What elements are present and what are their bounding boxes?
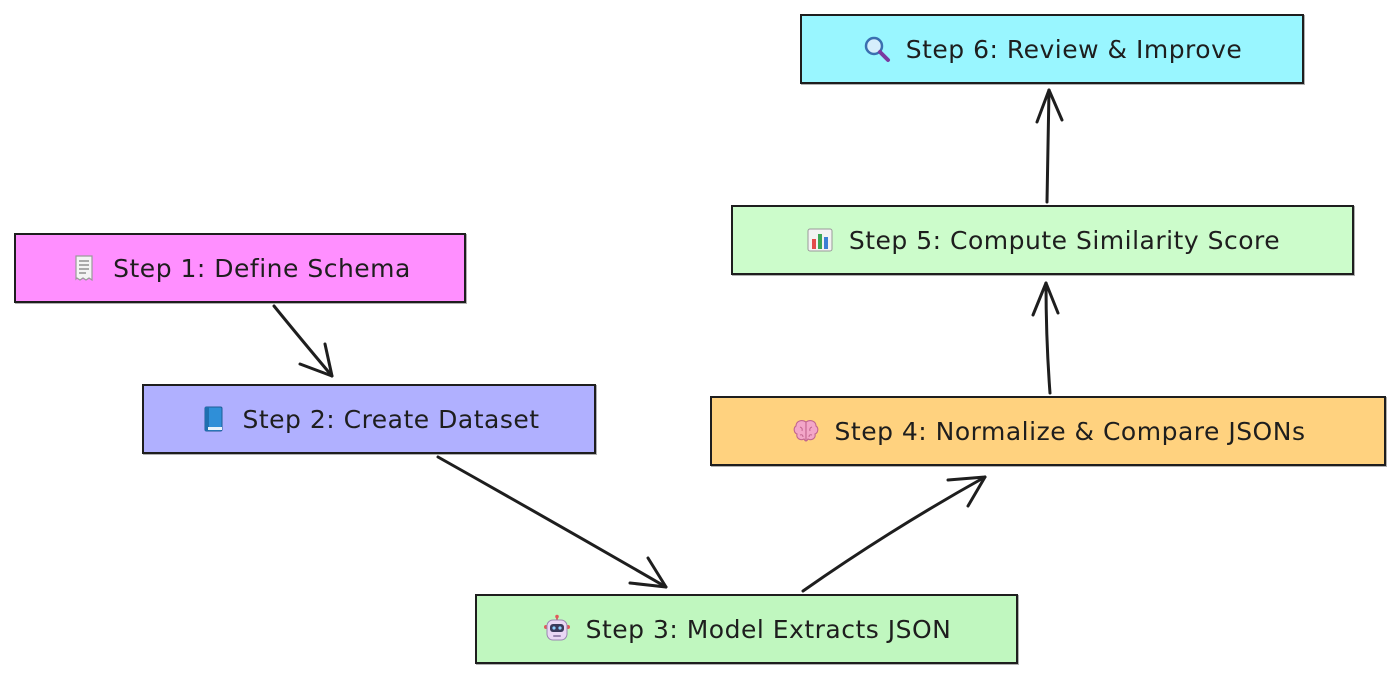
arrow-step-3-to-step-4 xyxy=(801,475,987,593)
blue-book-icon xyxy=(198,404,228,434)
node-step-2: Step 2: Create Dataset xyxy=(142,384,596,454)
arrow-step-4-to-step-5 xyxy=(1031,281,1060,395)
node-step-5: Step 5: Compute Similarity Score xyxy=(731,205,1354,275)
node-step-4: Step 4: Normalize & Compare JSONs xyxy=(710,396,1386,466)
arrow-step-5-to-step-6 xyxy=(1035,88,1064,204)
brain-icon xyxy=(791,416,821,446)
magnifying-glass-icon xyxy=(862,34,892,64)
robot-icon xyxy=(542,614,572,644)
arrow-step-2-to-step-3 xyxy=(436,455,668,589)
node-label: Step 4: Normalize & Compare JSONs xyxy=(834,416,1306,446)
node-step-6: Step 6: Review & Improve xyxy=(800,14,1304,84)
arrow-step-1-to-step-2 xyxy=(272,304,334,378)
node-label: Step 2: Create Dataset xyxy=(242,404,540,434)
node-label: Step 1: Define Schema xyxy=(113,253,411,283)
node-step-1: Step 1: Define Schema xyxy=(14,233,466,303)
node-label: Step 3: Model Extracts JSON xyxy=(585,614,952,644)
node-label: Step 6: Review & Improve xyxy=(905,34,1243,64)
bar-chart-icon xyxy=(805,225,835,255)
node-step-3: Step 3: Model Extracts JSON xyxy=(475,594,1018,664)
receipt-icon xyxy=(69,253,99,283)
node-label: Step 5: Compute Similarity Score xyxy=(848,225,1281,255)
